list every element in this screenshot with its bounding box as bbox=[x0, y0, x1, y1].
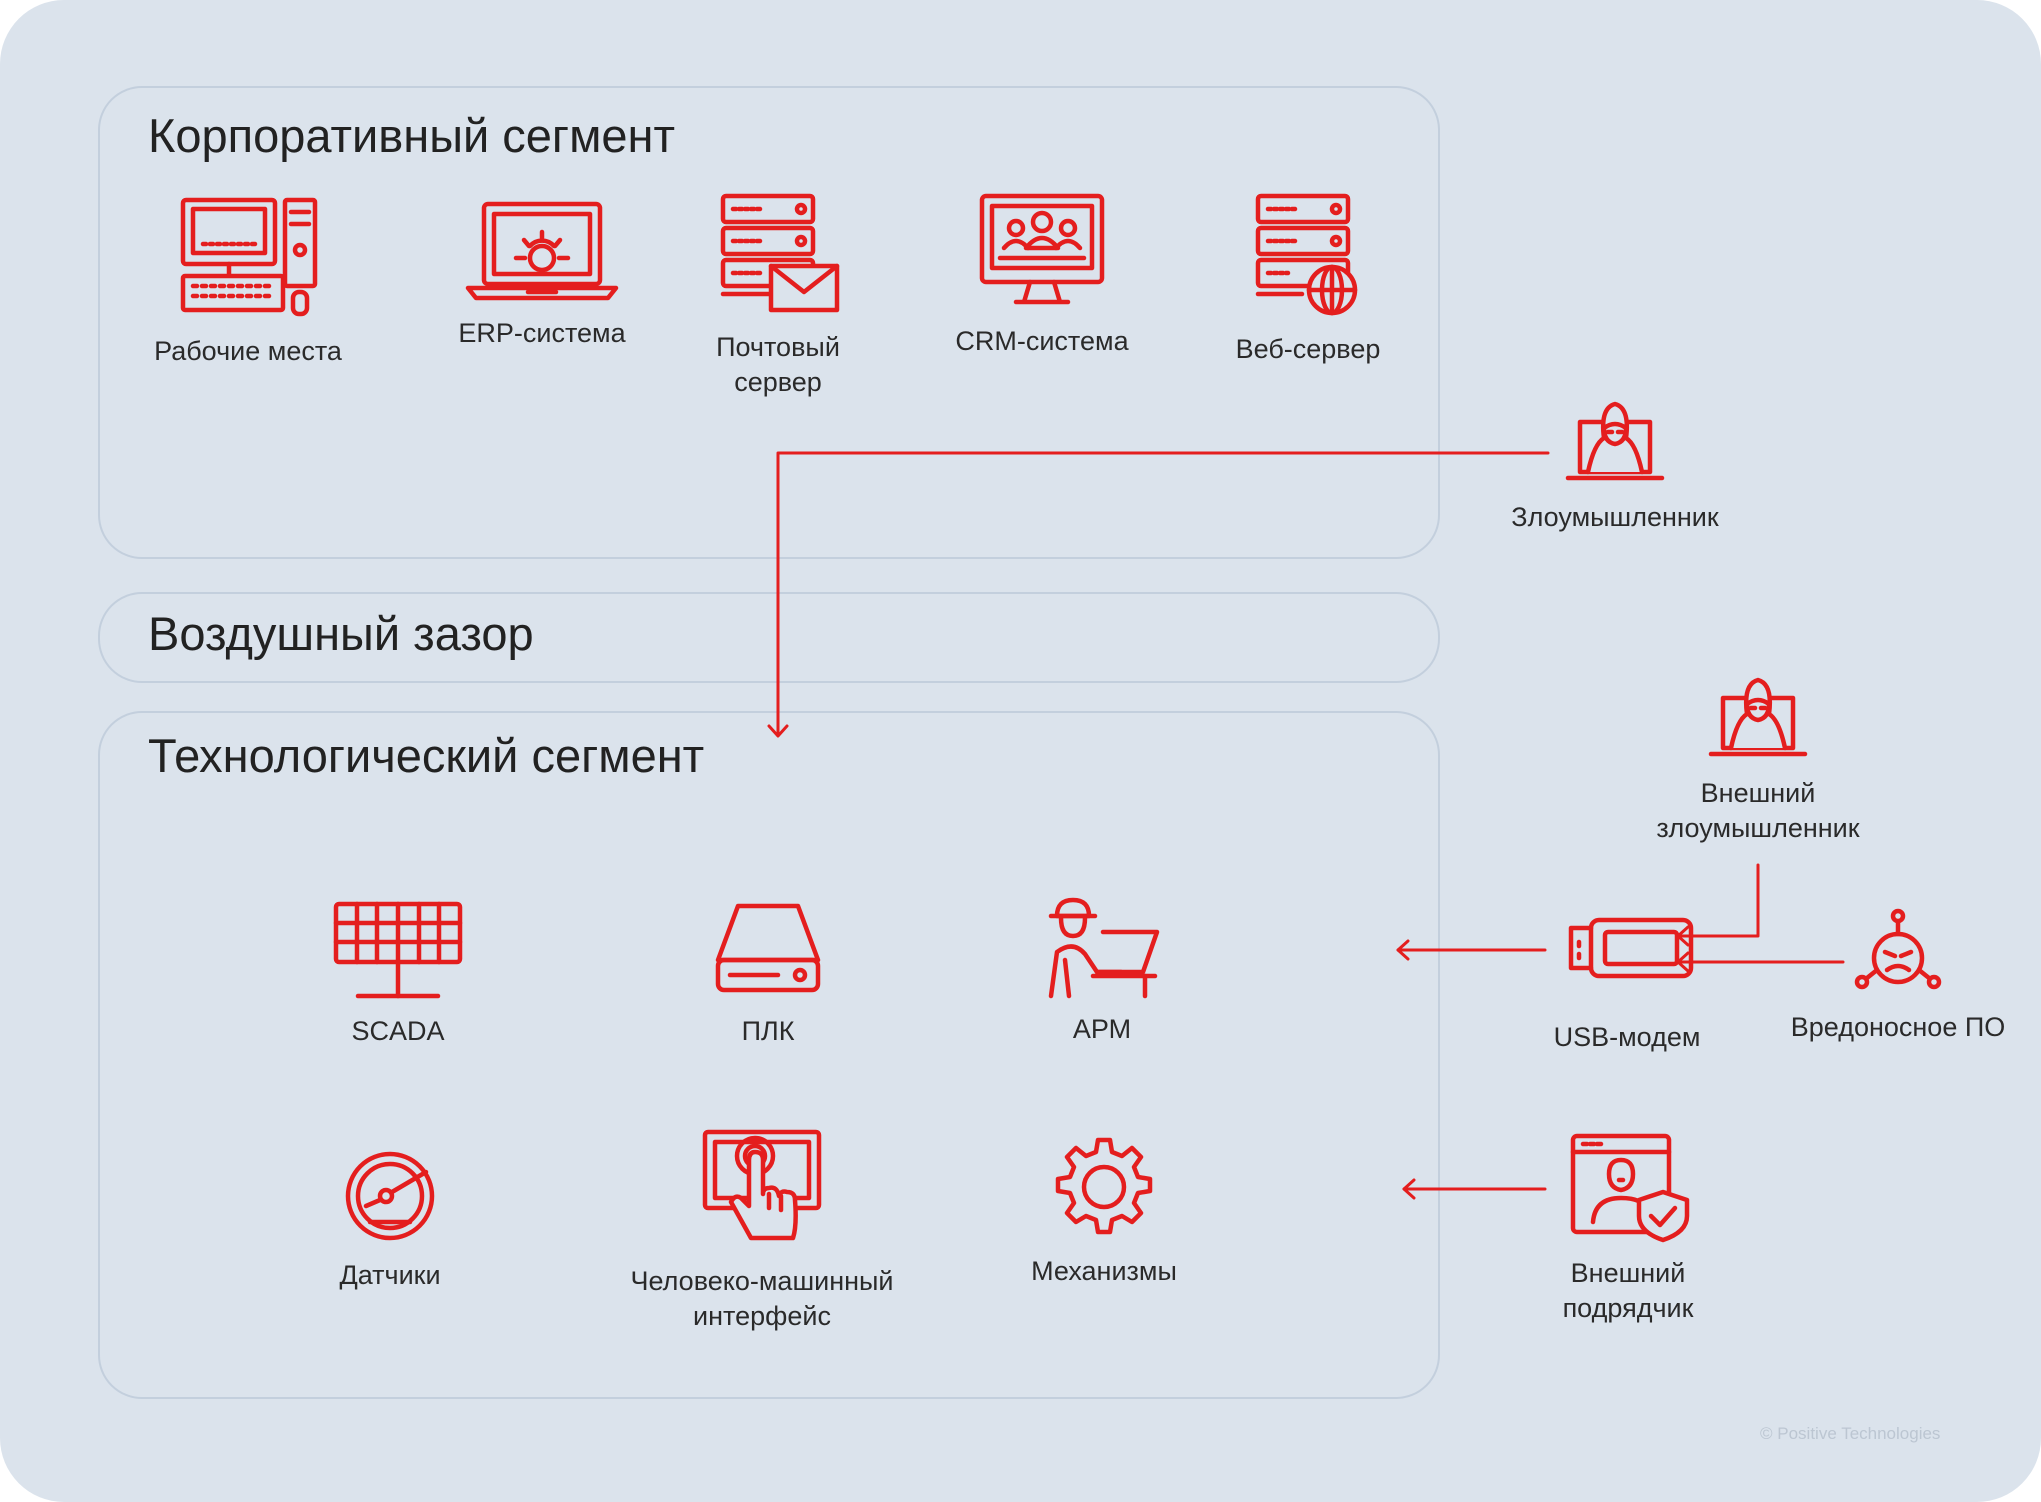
tech-item-arm: АРМ bbox=[962, 896, 1242, 1047]
usb-modem-icon bbox=[1568, 917, 1694, 979]
mail-server-label: Почтовый сервер bbox=[716, 332, 840, 397]
tech-item-hmi: Человеко-машинный интерфейс bbox=[622, 1126, 902, 1334]
threat-attacker: Злоумышленник bbox=[1475, 398, 1755, 535]
corporate-item-crm: CRM-система bbox=[902, 192, 1182, 359]
scada-panel-icon bbox=[333, 901, 463, 999]
erp-label: ERP-система bbox=[458, 318, 626, 348]
crm-monitor-icon bbox=[979, 193, 1105, 305]
threat-external-attacker: Внешний злоумышленник bbox=[1618, 674, 1898, 846]
scada-label: SCADA bbox=[351, 1016, 445, 1046]
attacker-arrow bbox=[776, 451, 1550, 737]
mail-server-icon bbox=[720, 193, 840, 313]
airgap-segment-title: Воздушный зазор bbox=[148, 607, 534, 660]
external-attacker-arrow bbox=[1676, 863, 1760, 938]
plc-drive-icon bbox=[715, 903, 821, 993]
arm-label: АРМ bbox=[1072, 1014, 1132, 1044]
threat-contractor: Внешний подрядчик bbox=[1488, 1130, 1768, 1326]
tech-item-mechanisms: Механизмы bbox=[964, 1132, 1244, 1289]
technological-segment-title: Технологический сегмент bbox=[148, 729, 705, 782]
malware-label: Вредоносное ПО bbox=[1790, 1012, 2006, 1042]
corporate-item-mail-server: Почтовый сервер bbox=[638, 190, 918, 400]
web-server-label: Веб-сервер bbox=[1235, 334, 1381, 364]
tech-item-scada: SCADA bbox=[258, 898, 538, 1049]
contractor-window-icon bbox=[1570, 1133, 1690, 1243]
web-server-icon bbox=[1255, 193, 1358, 316]
gauge-icon bbox=[345, 1151, 435, 1241]
plc-label: ПЛК bbox=[741, 1016, 795, 1046]
corporate-segment-title: Корпоративный сегмент bbox=[148, 109, 676, 162]
usb-modem-label: USB-модем bbox=[1553, 1022, 1701, 1052]
touch-screen-icon bbox=[702, 1129, 822, 1241]
threat-usb-modem: USB-модем bbox=[1487, 912, 1767, 1055]
sensors-label: Датчики bbox=[339, 1260, 441, 1290]
operator-icon bbox=[1048, 897, 1160, 999]
crm-label: CRM-система bbox=[955, 326, 1129, 356]
gear-icon bbox=[1055, 1137, 1153, 1235]
hmi-label: Человеко-машинный интерфейс bbox=[630, 1266, 894, 1331]
corporate-segment bbox=[98, 86, 1440, 559]
attacker-label: Злоумышленник bbox=[1511, 502, 1719, 532]
virus-icon bbox=[1854, 908, 1942, 990]
tech-item-sensors: Датчики bbox=[250, 1146, 530, 1293]
workstations-label: Рабочие места bbox=[154, 336, 342, 366]
threat-malware: Вредоносное ПО bbox=[1758, 908, 2038, 1045]
hacker-laptop-icon bbox=[1708, 677, 1808, 757]
corporate-item-web-server: Веб-сервер bbox=[1168, 190, 1448, 367]
corporate-item-erp: ERP-система bbox=[402, 196, 682, 351]
technological-segment bbox=[98, 711, 1440, 1399]
contractor-label: Внешний подрядчик bbox=[1562, 1258, 1694, 1323]
copyright-credit: © Positive Technologies bbox=[1760, 1424, 1941, 1443]
tech-item-plc: ПЛК bbox=[628, 898, 908, 1049]
external-attacker-label: Внешний злоумышленник bbox=[1656, 778, 1860, 843]
mechanisms-label: Механизмы bbox=[1031, 1256, 1177, 1286]
laptop-gear-icon bbox=[465, 201, 619, 301]
corporate-item-workstations: Рабочие места bbox=[108, 192, 388, 369]
workstation-icon bbox=[180, 197, 318, 317]
airgap-segment bbox=[98, 592, 1440, 683]
hacker-laptop-icon bbox=[1565, 401, 1665, 481]
